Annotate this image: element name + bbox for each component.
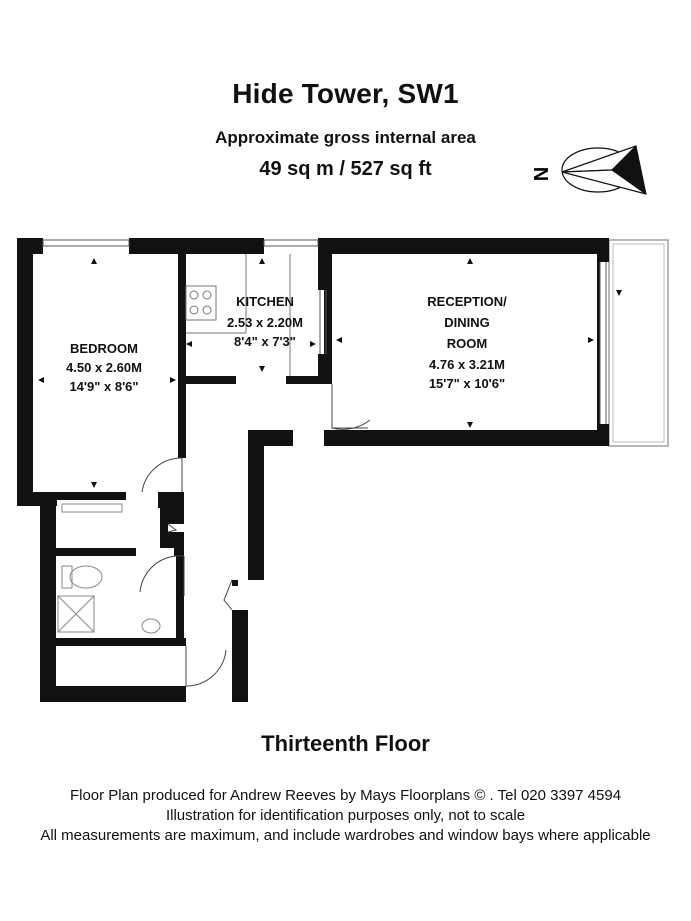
walls [17,238,609,702]
plan-title: Hide Tower, SW1 [232,78,459,109]
area-value: 49 sq m / 527 sq ft [259,158,432,180]
reception-imperial: 15'7" x 10'6" [429,376,505,391]
reception-name-line3: ROOM [447,336,487,351]
bedroom-door-icon [141,457,183,493]
windows [42,239,607,424]
measurement-arrows [38,258,622,488]
reception-name-line2: DINING [444,315,490,330]
kitchen-metric: 2.53 x 2.20M [227,315,303,330]
room-label-reception: RECEPTION/ DINING ROOM 4.76 x 3.21M 15'7… [427,294,507,391]
bedroom-name: BEDROOM [70,341,138,356]
entrance-door-icon [185,646,227,687]
kitchen-fittings [185,254,291,376]
footer-measurements-note: All measurements are maximum, and includ… [40,827,651,844]
area-caption: Approximate gross internal area [215,128,476,147]
cupboard-door-icon [223,579,233,611]
footer-disclaimer: Illustration for identification purposes… [165,807,526,824]
reception-metric: 4.76 x 3.21M [429,357,505,372]
reception-door-icon [331,384,371,430]
compass-north-label: N [531,167,553,181]
kitchen-imperial: 8'4" x 7'3" [234,334,296,349]
kitchen-name: KITCHEN [236,294,294,309]
basin-icon [141,618,161,634]
floor-name: Thirteenth Floor [261,731,430,756]
room-label-kitchen: KITCHEN 2.53 x 2.20M 8'4" x 7'3" [227,294,303,349]
reception-name-line1: RECEPTION/ [427,294,507,309]
bedroom-imperial: 14'9" x 8'6" [69,379,138,394]
balcony [608,239,669,447]
north-compass-icon: N [531,144,647,196]
bathroom-fittings [57,503,161,634]
bathroom-door-icon [139,555,185,593]
shower-icon [57,595,95,633]
footer-credit: Floor Plan produced for Andrew Reeves by… [69,787,622,804]
doors [139,384,371,687]
hob-icon [185,285,217,321]
toilet-icon [69,565,103,589]
bedroom-metric: 4.50 x 2.60M [66,360,142,375]
room-label-bedroom: BEDROOM 4.50 x 2.60M 14'9" x 8'6" [66,341,142,394]
